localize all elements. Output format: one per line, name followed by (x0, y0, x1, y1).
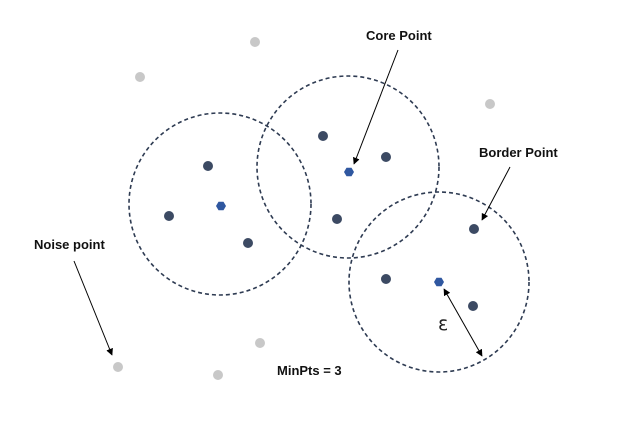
annotation-arrows (73, 49, 511, 357)
member-point (243, 238, 253, 248)
noise-point (255, 338, 265, 348)
core-points (216, 167, 444, 287)
core-point-label: Core Point (366, 28, 432, 43)
member-point (381, 274, 391, 284)
member-point (381, 152, 391, 162)
noise-point-label: Noise point (34, 237, 105, 252)
noise-point (485, 99, 495, 109)
noise-point (135, 72, 145, 82)
noise-point (213, 370, 223, 380)
neighborhoods (128, 75, 530, 373)
member-point (203, 161, 213, 171)
member-point (318, 131, 328, 141)
noise-point (113, 362, 123, 372)
core-point-hexagon (344, 167, 354, 177)
member-points (164, 131, 479, 311)
member-point (468, 301, 478, 311)
neighborhood-circle-right (348, 191, 530, 373)
epsilon-radius-arrow (443, 288, 483, 357)
neighborhood-circle-middle (256, 75, 440, 259)
core-point-hexagon (434, 277, 444, 287)
min-pts-label: MinPts = 3 (277, 363, 342, 378)
core-point-arrow (353, 49, 399, 165)
epsilon-label: ε (438, 313, 448, 335)
member-point (332, 214, 342, 224)
noise-point-arrow (73, 260, 113, 356)
border-point-label: Border Point (479, 145, 558, 160)
border-point (469, 224, 479, 234)
member-point (164, 211, 174, 221)
neighborhood-circle-left (128, 112, 312, 296)
noise-points (113, 37, 495, 380)
border-point-arrow (481, 166, 511, 221)
noise-point (250, 37, 260, 47)
core-point-hexagon (216, 201, 226, 211)
